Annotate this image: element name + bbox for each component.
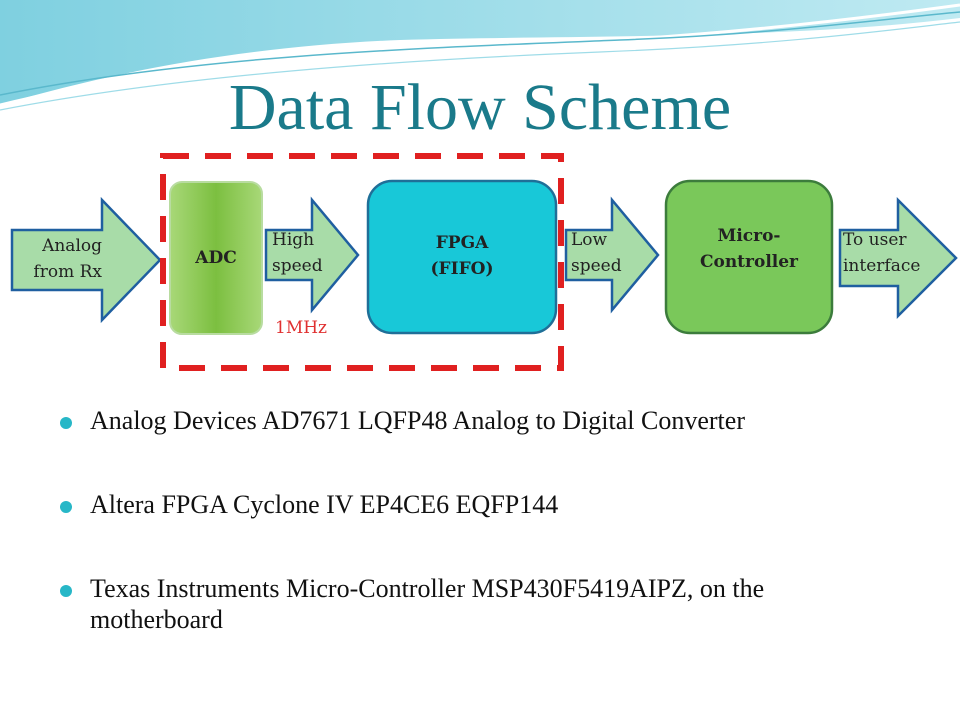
adc-label: ADC (195, 248, 237, 268)
fpga-label: FPGA (FIFO) (430, 233, 494, 279)
output-arrow (838, 196, 958, 320)
low-speed-arrow (564, 196, 660, 314)
slide-title: Data Flow Scheme (228, 71, 732, 144)
micro-controller-label: Micro- Controller (699, 226, 799, 272)
bullet-list: Analog Devices AD7671 LQFP48 Analog to D… (60, 405, 940, 635)
dashed-boundary-box (160, 153, 564, 371)
low-speed-label: Low speed (571, 230, 622, 276)
output-arrow-label: To user interface (843, 230, 921, 276)
input-arrow (10, 196, 162, 324)
frequency-note: 1MHz (275, 318, 328, 338)
adc-block (169, 181, 263, 335)
input-arrow-label: Analog from Rx (33, 236, 102, 282)
micro-controller-block (664, 179, 834, 335)
header-wave-decoration (0, 0, 960, 111)
bullet-item: Texas Instruments Micro-Controller MSP43… (60, 573, 890, 635)
high-speed-arrow (264, 196, 360, 314)
bullet-item: Altera FPGA Cyclone IV EP4CE6 EQFP144 (60, 489, 940, 520)
fpga-block (366, 179, 558, 335)
high-speed-label: High speed (272, 230, 323, 276)
bullet-item: Analog Devices AD7671 LQFP48 Analog to D… (60, 405, 940, 436)
data-flow-diagram (10, 153, 958, 371)
